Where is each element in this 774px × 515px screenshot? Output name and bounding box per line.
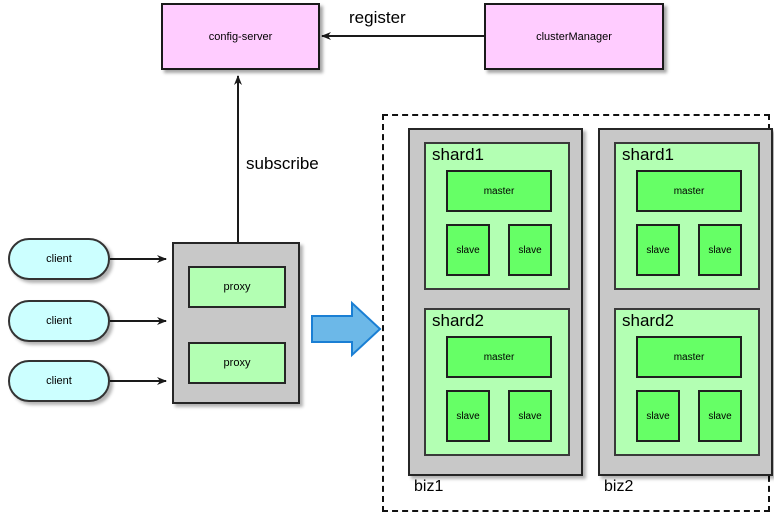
client-node-1[interactable]: client: [8, 238, 110, 280]
slave-label-1-1-2: slave: [518, 244, 542, 256]
client-node-2[interactable]: client: [8, 300, 110, 342]
client-label-1: client: [46, 253, 72, 265]
cluster-manager-label: clusterManager: [536, 30, 612, 43]
slave-label-1-1-1: slave: [456, 244, 480, 256]
slave-label-2-1-2: slave: [708, 244, 732, 256]
shard-label-1-1: shard1: [432, 145, 484, 164]
subscribe-edge-label: subscribe: [246, 154, 319, 173]
master-node-1-2[interactable]: master: [446, 336, 552, 378]
slave-label-1-2-2: slave: [518, 410, 542, 422]
config-server-label: config-server: [208, 30, 273, 43]
master-node-2-1[interactable]: master: [636, 170, 742, 212]
master-node-2-2[interactable]: master: [636, 336, 742, 378]
proxy-group-container: proxy proxy: [172, 242, 300, 404]
slave-node-1-1-1[interactable]: slave: [446, 224, 490, 276]
client-node-3[interactable]: client: [8, 360, 110, 402]
slave-label-1-2-1: slave: [456, 410, 480, 422]
proxy-node-1[interactable]: proxy: [188, 266, 286, 308]
shard-box-2-1: shard1 master slave slave: [614, 142, 760, 290]
slave-node-2-2-1[interactable]: slave: [636, 390, 680, 442]
slave-node-2-1-2[interactable]: slave: [698, 224, 742, 276]
master-label-1-1: master: [483, 185, 515, 197]
slave-node-2-2-2[interactable]: slave: [698, 390, 742, 442]
proxy-label-1: proxy: [223, 281, 251, 293]
cluster-manager-node[interactable]: clusterManager: [484, 3, 664, 70]
shard-label-2-1: shard1: [622, 145, 674, 164]
shard-label-1-2: shard2: [432, 311, 484, 330]
shard-box-1-1: shard1 master slave slave: [424, 142, 570, 290]
slave-node-1-1-2[interactable]: slave: [508, 224, 552, 276]
biz-container-1: shard1 master slave slave shard2 master …: [408, 128, 583, 476]
biz-label-2: biz2: [604, 478, 634, 495]
slave-node-1-2-1[interactable]: slave: [446, 390, 490, 442]
slave-node-2-1-1[interactable]: slave: [636, 224, 680, 276]
biz-container-2: shard1 master slave slave shard2 master …: [598, 128, 773, 476]
biz-label-1: biz1: [414, 478, 444, 495]
shard-box-1-2: shard2 master slave slave: [424, 308, 570, 456]
master-node-1-1[interactable]: master: [446, 170, 552, 212]
slave-label-2-2-2: slave: [708, 410, 732, 422]
proxy-label-2: proxy: [223, 357, 251, 369]
master-label-1-2: master: [483, 351, 515, 363]
shard-label-2-2: shard2: [622, 311, 674, 330]
slave-label-2-2-1: slave: [646, 410, 670, 422]
slave-node-1-2-2[interactable]: slave: [508, 390, 552, 442]
shard-box-2-2: shard2 master slave slave: [614, 308, 760, 456]
client-label-2: client: [46, 315, 72, 327]
proxy-node-2[interactable]: proxy: [188, 342, 286, 384]
client-label-3: client: [46, 375, 72, 387]
blue-block-arrow: [311, 300, 382, 358]
master-label-2-1: master: [673, 185, 705, 197]
master-label-2-2: master: [673, 351, 705, 363]
slave-label-2-1-1: slave: [646, 244, 670, 256]
config-server-node[interactable]: config-server: [161, 3, 320, 70]
register-edge-label: register: [349, 8, 406, 27]
